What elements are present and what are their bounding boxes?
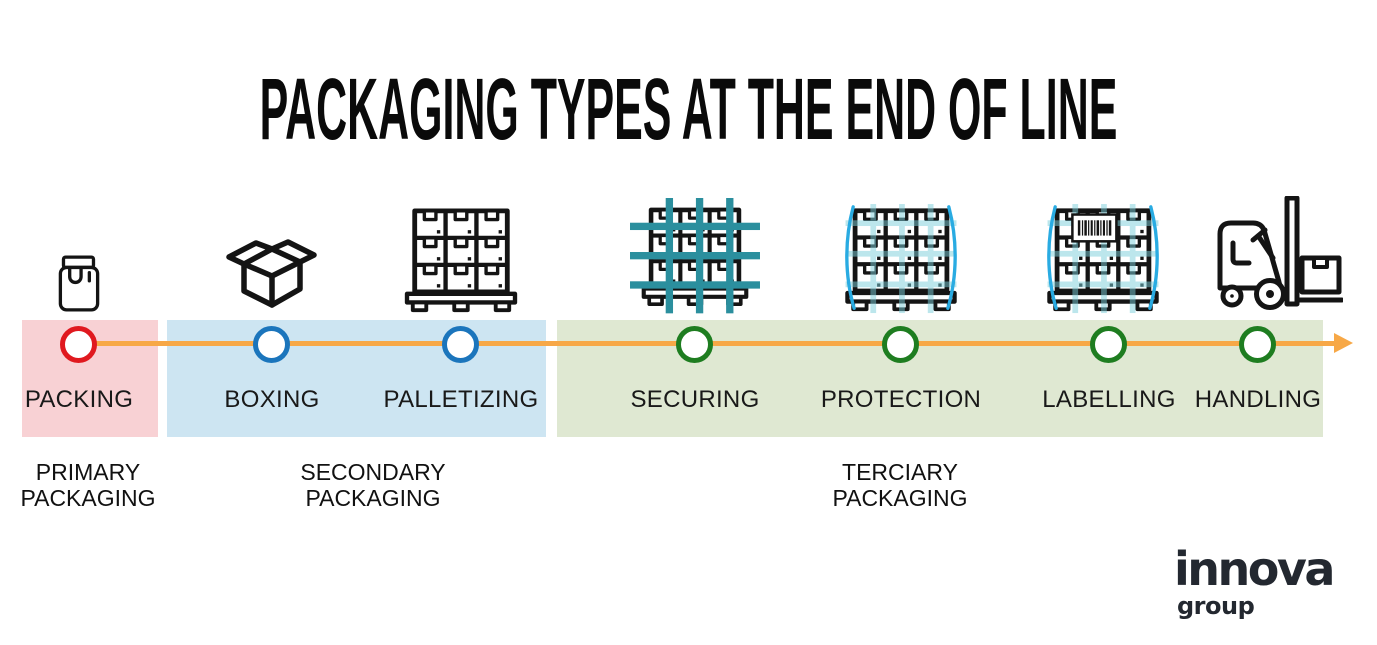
stage-node-protection bbox=[882, 326, 919, 363]
group-label-secondary: SECONDARY PACKAGING bbox=[243, 459, 503, 511]
stage-node-labelling bbox=[1090, 326, 1127, 363]
page-title: PACKAGING TYPES AT THE END OF LINE bbox=[259, 60, 1118, 159]
stage-label-securing: SECURING bbox=[630, 386, 760, 413]
group-label-tertiary-line2: PACKAGING bbox=[832, 485, 968, 511]
logo-wordmark: innova bbox=[1174, 542, 1335, 596]
pallet-boxes-icon bbox=[403, 207, 519, 315]
timeline-arrowhead bbox=[1334, 333, 1353, 353]
strapping-bands bbox=[630, 198, 760, 314]
innova-group-logo: innova group bbox=[1174, 542, 1335, 620]
group-label-tertiary-line1: TERCIARY bbox=[842, 459, 958, 485]
stage-node-securing bbox=[676, 326, 713, 363]
labelled-pallet-icon bbox=[1037, 204, 1169, 314]
group-label-primary: PRIMARY PACKAGING bbox=[0, 459, 218, 511]
logo-subtitle: group bbox=[1177, 592, 1255, 620]
stage-label-boxing: BOXING bbox=[224, 386, 320, 413]
barcode-label bbox=[1071, 213, 1118, 243]
secondary-packaging-band bbox=[167, 320, 546, 437]
stage-label-palletizing: PALLETIZING bbox=[383, 386, 539, 413]
group-label-secondary-line2: PACKAGING bbox=[305, 485, 441, 511]
stage-node-boxing bbox=[253, 326, 290, 363]
open-box-icon bbox=[226, 239, 317, 308]
wrapped-pallet-icon bbox=[835, 204, 967, 314]
tertiary-packaging-band bbox=[557, 320, 1323, 437]
strapped-pallet-icon bbox=[630, 198, 760, 314]
stage-label-protection: PROTECTION bbox=[820, 386, 982, 413]
stage-label-handling: HANDLING bbox=[1194, 386, 1322, 413]
group-label-secondary-line1: SECONDARY bbox=[300, 459, 446, 485]
stage-node-palletizing bbox=[442, 326, 479, 363]
wrap-film-bands bbox=[845, 204, 957, 314]
group-label-primary-line2: PACKAGING bbox=[20, 485, 156, 511]
stage-node-packing bbox=[60, 326, 97, 363]
stage-node-handling bbox=[1239, 326, 1276, 363]
group-label-primary-line1: PRIMARY bbox=[35, 459, 141, 485]
forklift-icon bbox=[1217, 196, 1343, 310]
stage-label-labelling: LABELLING bbox=[1042, 386, 1176, 413]
stage-label-packing: PACKING bbox=[24, 386, 134, 413]
group-label-tertiary: TERCIARY PACKAGING bbox=[770, 459, 1030, 511]
pouch-icon bbox=[58, 255, 100, 312]
